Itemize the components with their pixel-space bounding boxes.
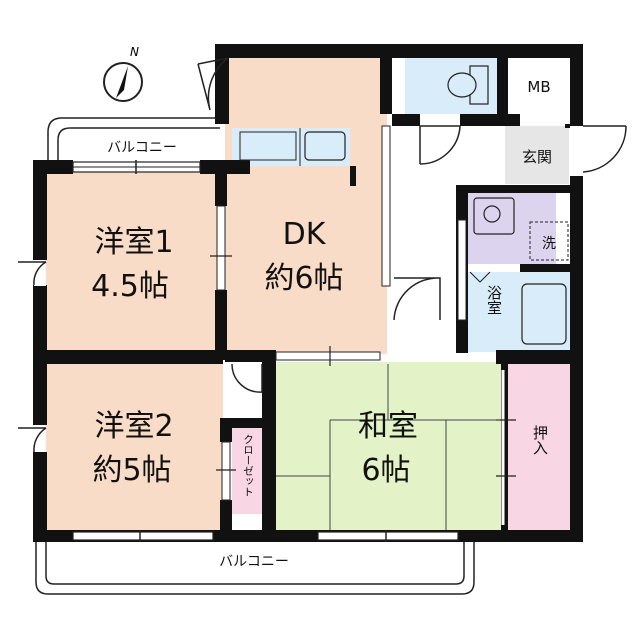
room-closet-name: クローゼット — [242, 434, 254, 497]
window-w1-top — [72, 160, 201, 174]
room-oshiire-floor — [508, 362, 570, 532]
wall-w2-right — [262, 350, 276, 542]
sliding-door-dk-hall — [381, 125, 391, 287]
door-w2-left — [18, 426, 47, 453]
laundry-pan-icon — [529, 221, 569, 261]
room-closet-floor — [232, 428, 264, 514]
room-washitsu-size: 6帖 — [361, 453, 410, 488]
wall-bath-bottom — [496, 350, 583, 364]
wall-dk-south — [225, 350, 267, 362]
balcony-top — [47, 117, 220, 166]
stove-icon — [239, 131, 297, 161]
room-dk-size: 約6帖 — [264, 261, 343, 296]
sliding-door-w1-dk — [210, 205, 232, 291]
room-washitsu-name: 和室 — [358, 409, 418, 444]
wall-closet-left-lower — [220, 500, 232, 540]
room-western1-name: 洋室1 — [94, 225, 173, 260]
door-w2-hall — [231, 363, 263, 393]
door-dk-hall — [393, 277, 441, 321]
wall-laundry-bath — [520, 264, 570, 272]
wall-top — [215, 44, 583, 58]
wall-w1-dk-lower — [215, 290, 227, 360]
wall-bath-top — [456, 185, 583, 193]
room-dk-floor — [225, 58, 387, 354]
room-western1-size: 4.5帖 — [91, 269, 169, 304]
room-mb-name: MB — [527, 78, 550, 96]
wall-left-lower — [33, 452, 47, 542]
room-washitsu-floor — [273, 362, 501, 532]
room-genkan-name: 玄関 — [522, 148, 552, 166]
room-oshiire-name: 押入 — [531, 425, 549, 455]
sliding-door-dk-washitsu — [275, 346, 381, 366]
sliding-door-closet — [216, 441, 236, 501]
wall-kitchen-right — [350, 166, 356, 186]
window-w2-bottom — [72, 530, 214, 542]
room-western1-floor — [45, 172, 220, 354]
wall-w1-top — [33, 160, 73, 174]
wall-left-upper — [33, 160, 47, 260]
toilet-icon — [447, 65, 489, 105]
wall-w1-w2 — [33, 350, 223, 364]
wall-w1-dk — [215, 166, 227, 206]
compass: N — [103, 45, 143, 102]
compass-label: N — [130, 45, 139, 59]
balcony-bottom — [35, 540, 475, 595]
room-western2-floor — [45, 362, 223, 532]
room-genkan-floor — [505, 126, 569, 184]
door-w1-left — [18, 261, 47, 286]
room-dk-name: DK — [283, 217, 327, 252]
wall-toilet-right — [497, 44, 508, 124]
door-genkan-entrance — [570, 125, 627, 176]
wall-closet-top — [220, 418, 264, 428]
room-western2-size: 約5帖 — [92, 453, 171, 488]
room-western2-name: 洋室2 — [94, 409, 173, 444]
balcony-bottom-label: バルコニー — [219, 554, 289, 570]
washbasin-icon — [473, 197, 515, 235]
wall-dk-right-top — [380, 44, 392, 114]
wall-upper-hall-right — [460, 114, 520, 126]
wall-dk-top-left — [215, 44, 229, 124]
kitchen-sink-icon — [299, 128, 346, 166]
room-mb-floor — [508, 58, 570, 114]
balcony-top-label: バルコニー — [107, 140, 177, 156]
window-washitsu-bottom — [317, 530, 459, 542]
bathtub-icon — [469, 271, 567, 345]
tatami-lines — [276, 364, 500, 530]
sliding-door-bath-hall — [457, 219, 467, 321]
room-laundry-name: 洗 — [542, 236, 556, 252]
door-toilet — [419, 125, 461, 165]
room-bath-name: 浴室 — [485, 285, 503, 315]
wall-right-upper — [570, 44, 583, 124]
door-dk-balcony — [197, 57, 229, 111]
north-arrow-icon — [116, 66, 128, 98]
wall-upper-hall — [392, 114, 420, 126]
